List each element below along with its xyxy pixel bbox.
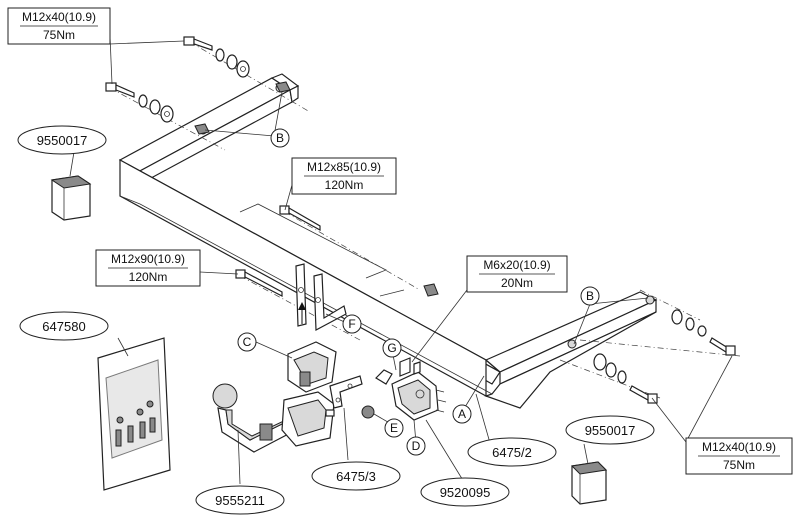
callout-e: E bbox=[384, 418, 404, 438]
callout-d: D bbox=[406, 436, 426, 456]
bolt-spec: M12x85(10.9) bbox=[307, 160, 381, 174]
torque-spec-top-left: M12x40(10.9) 75Nm bbox=[7, 7, 111, 45]
callout-letter: B bbox=[276, 131, 284, 145]
torque-value: 75Nm bbox=[723, 458, 755, 472]
callout-b-top: B bbox=[270, 128, 290, 148]
bolt-set-top-left bbox=[105, 36, 291, 135]
bolt-spec: M12x40(10.9) bbox=[22, 10, 96, 24]
callout-letter: F bbox=[348, 317, 355, 331]
part-label-crossbar: 6475/2 bbox=[467, 437, 557, 467]
part-number: 9550017 bbox=[37, 133, 88, 148]
callout-letter: G bbox=[387, 341, 396, 355]
part-number: 9520095 bbox=[440, 485, 491, 500]
rubber-block-right bbox=[570, 461, 608, 505]
torque-value: 75Nm bbox=[43, 28, 75, 42]
part-number: 6475/3 bbox=[336, 469, 376, 484]
callout-letter: A bbox=[458, 407, 466, 421]
callout-c: C bbox=[237, 332, 257, 352]
torque-spec-center: M12x85(10.9) 120Nm bbox=[291, 157, 397, 195]
torque-spec-right: M6x20(10.9) 20Nm bbox=[466, 255, 568, 293]
callout-b-right: B bbox=[580, 286, 600, 306]
part-number: 6475/2 bbox=[492, 445, 532, 460]
crossbar-frame bbox=[118, 73, 658, 409]
callout-letter: C bbox=[243, 335, 252, 349]
bracket-f bbox=[295, 263, 347, 331]
socket-bracket-6475-3 bbox=[325, 369, 393, 419]
callout-letter: D bbox=[412, 439, 421, 453]
torque-value: 120Nm bbox=[325, 178, 364, 192]
torque-spec-left: M12x90(10.9) 120Nm bbox=[95, 249, 201, 287]
part-label-block-left: 9550017 bbox=[17, 125, 107, 155]
electrical-kit-bag bbox=[97, 337, 171, 491]
part-number: 647580 bbox=[42, 319, 85, 334]
callout-f: F bbox=[342, 314, 362, 334]
towball-assembly bbox=[212, 341, 337, 453]
torque-spec-bottom-right: M12x40(10.9) 75Nm bbox=[685, 437, 793, 475]
torque-value: 20Nm bbox=[501, 276, 533, 290]
callout-g: G bbox=[382, 338, 402, 358]
bolt-spec: M6x20(10.9) bbox=[483, 258, 550, 272]
part-label-electrical-kit: 647580 bbox=[19, 311, 109, 341]
part-label-socket-plate: 9520095 bbox=[420, 477, 510, 507]
socket-plate-9520095 bbox=[391, 357, 447, 421]
part-number: 9555211 bbox=[215, 493, 265, 508]
bolt-spec: M12x90(10.9) bbox=[111, 252, 185, 266]
callout-a: A bbox=[452, 404, 472, 424]
part-label-block-right: 9550017 bbox=[565, 415, 655, 445]
bolt-set-right bbox=[593, 309, 736, 404]
bolt-spec: M12x40(10.9) bbox=[702, 440, 776, 454]
rubber-block-left bbox=[50, 175, 92, 221]
callout-letter: B bbox=[586, 289, 594, 303]
callout-letter: E bbox=[390, 421, 398, 435]
torque-value: 120Nm bbox=[129, 270, 168, 284]
part-label-bracket-small: 6475/3 bbox=[311, 461, 401, 491]
part-number: 9550017 bbox=[585, 423, 636, 438]
leader-lines bbox=[69, 35, 733, 485]
part-label-towball: 9555211 bbox=[195, 485, 285, 515]
